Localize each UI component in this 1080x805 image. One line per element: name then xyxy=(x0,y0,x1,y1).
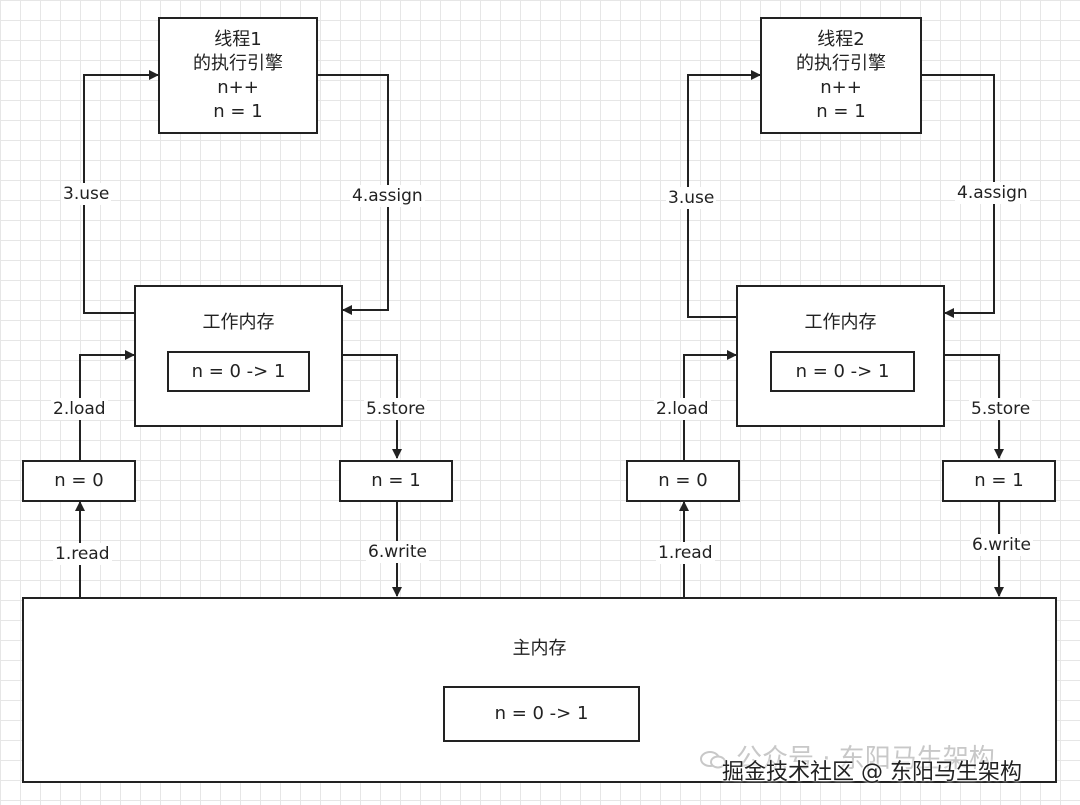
thread1-read-copy-text: n = 0 xyxy=(54,470,104,491)
thread2-engine-line4: n = 1 xyxy=(816,100,866,122)
thread1-write-label: 6.write xyxy=(366,541,429,563)
main-memory-value: n = 0 -> 1 xyxy=(443,686,640,742)
thread2-engine-line3: n++ xyxy=(820,76,862,98)
thread2-work-memory-value: n = 0 -> 1 xyxy=(770,351,915,392)
thread1-engine-line4: n = 1 xyxy=(213,100,263,122)
thread1-engine-line1: 线程1 xyxy=(214,28,262,50)
thread2-engine-line1: 线程2 xyxy=(817,28,865,50)
t1-load-arrow xyxy=(79,350,135,460)
thread2-execution-engine: 线程2 的执行引擎 n++ n = 1 xyxy=(760,17,922,134)
thread2-store-copy: n = 1 xyxy=(942,460,1056,502)
thread2-assign-label: 4.assign xyxy=(955,182,1030,204)
thread1-work-memory: 工作内存 n = 0 -> 1 xyxy=(134,285,343,427)
thread1-read-label: 1.read xyxy=(53,543,112,565)
thread1-store-label: 5.store xyxy=(364,398,428,420)
t2-store-arrow xyxy=(945,354,1004,459)
thread1-read-copy: n = 0 xyxy=(22,460,136,502)
wechat-watermark-text: 公众号 · 东阳马生架构 xyxy=(736,744,995,774)
thread2-read-copy: n = 0 xyxy=(626,460,740,502)
thread1-work-memory-value: n = 0 -> 1 xyxy=(167,351,310,392)
thread1-use-label: 3.use xyxy=(61,183,112,205)
thread1-store-copy: n = 1 xyxy=(339,460,453,502)
thread2-work-memory-value-text: n = 0 -> 1 xyxy=(795,360,890,382)
wechat-icon xyxy=(700,747,726,768)
t1-store-arrow xyxy=(343,354,402,459)
wechat-watermark: 公众号 · 东阳马生架构 xyxy=(700,738,995,775)
thread1-assign-label: 4.assign xyxy=(350,185,425,207)
thread2-use-label: 3.use xyxy=(666,187,717,209)
thread1-work-memory-value-text: n = 0 -> 1 xyxy=(191,360,286,382)
thread2-work-memory-title: 工作内存 xyxy=(804,312,877,333)
thread2-write-label: 6.write xyxy=(970,534,1033,556)
thread2-read-label: 1.read xyxy=(656,542,715,564)
thread2-engine-line2: 的执行引擎 xyxy=(796,52,886,74)
t2-load-arrow xyxy=(683,350,737,460)
main-memory-title: 主内存 xyxy=(512,638,567,659)
thread2-read-copy-text: n = 0 xyxy=(658,470,708,491)
thread2-store-label: 5.store xyxy=(969,398,1033,420)
thread1-store-copy-text: n = 1 xyxy=(371,470,421,491)
juejin-watermark: 掘金技术社区 @ 东阳马生架构 xyxy=(722,760,1022,785)
thread1-engine-line3: n++ xyxy=(217,76,259,98)
thread2-work-memory: 工作内存 n = 0 -> 1 xyxy=(736,285,945,427)
thread1-load-label: 2.load xyxy=(51,398,108,420)
thread1-engine-line2: 的执行引擎 xyxy=(193,52,283,74)
thread2-store-copy-text: n = 1 xyxy=(974,470,1024,491)
thread1-work-memory-title: 工作内存 xyxy=(202,312,275,333)
main-memory-value-text: n = 0 -> 1 xyxy=(494,703,589,724)
main-memory: 主内存 n = 0 -> 1 xyxy=(22,597,1057,783)
thread2-load-label: 2.load xyxy=(654,398,711,420)
thread1-execution-engine: 线程1 的执行引擎 n++ n = 1 xyxy=(158,17,318,134)
